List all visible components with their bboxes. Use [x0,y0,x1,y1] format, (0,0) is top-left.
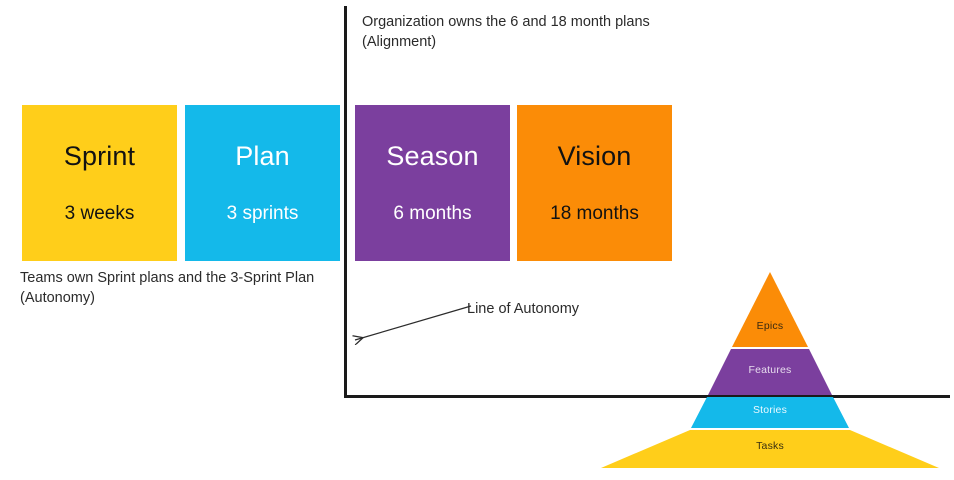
pyramid-label-stories: Stories [752,404,788,416]
card-plan-title: Plan [235,141,290,171]
pyramid-layer-epics[interactable] [732,272,808,347]
card-sprint-title: Sprint [63,141,136,171]
pyramid-layer-stories[interactable] [691,397,849,428]
card-sprint[interactable]: Sprint 3 weeks [22,105,177,261]
alignment-note: Organization owns the 6 and 18 month pla… [362,14,650,50]
horizontal-autonomy-line [344,395,950,398]
card-sprint-subtitle: 3 weeks [64,203,135,224]
card-vision-title: Vision [557,141,632,171]
card-season-subtitle: 6 months [393,203,472,224]
card-plan-subtitle: 3 sprints [226,203,299,224]
card-vision[interactable]: Vision 18 months [517,105,672,261]
pyramid-label-epics: Epics [756,320,784,332]
vertical-divider-line [344,6,347,398]
pyramid-label-group: Epics Features Stories Tasks [598,268,942,472]
autonomy-note: Teams own Sprint plans and the 3-Sprint … [20,270,315,306]
line-of-autonomy-arrow-icon [345,305,472,355]
card-season-title: Season [386,141,479,171]
pyramid-layer-features[interactable] [708,349,832,395]
pyramid-layer-tasks[interactable] [601,430,939,468]
card-plan[interactable]: Plan 3 sprints [185,105,340,261]
line-of-autonomy-label: Line of Autonomy [467,301,580,317]
pyramid-label-features: Features [748,364,792,376]
pyramid-label-tasks: Tasks [756,440,784,452]
card-season[interactable]: Season 6 months [355,105,510,261]
card-vision-subtitle: 18 months [550,203,639,224]
work-item-pyramid [601,272,939,468]
